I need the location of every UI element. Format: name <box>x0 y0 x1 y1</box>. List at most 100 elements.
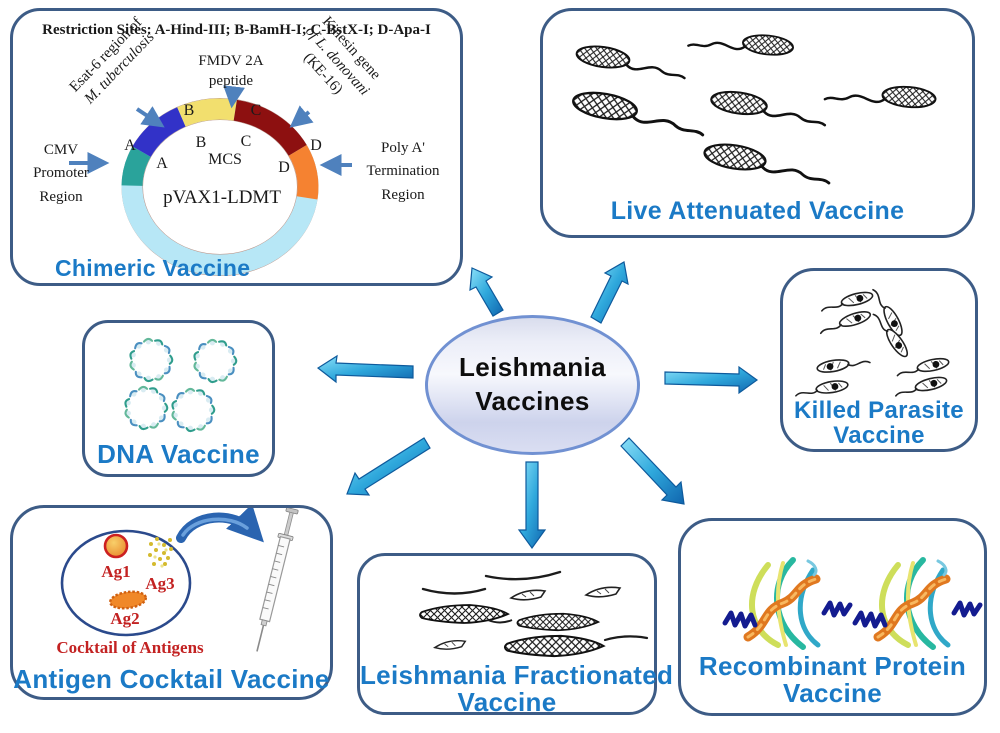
fmdv-label: FMDV 2A peptide <box>181 51 281 92</box>
ag3-label: Ag3 <box>145 574 175 593</box>
ag1-antigen-icon <box>103 533 129 559</box>
dna-plasmid-icon <box>193 338 238 384</box>
antigen-cocktail-vaccine-box: Ag1 Ag3 Ag2 Cocktail of Antigens Antigen… <box>10 505 333 700</box>
restriction-sites-caption: Restriction Sites: A-Hind-III; B-BamH-I;… <box>42 22 431 38</box>
dna-plasmid-icon <box>124 385 169 431</box>
arrow-down <box>517 461 547 550</box>
parasite-icon <box>701 139 834 185</box>
cmv-line1: CMV <box>43 142 79 158</box>
fragment-icon <box>510 589 546 601</box>
fmdv-label-line1: FMDV 2A <box>198 53 264 69</box>
fmdv-pointer-arrow-icon <box>223 85 245 109</box>
chimeric-vaccine-label: Chimeric Vaccine <box>55 255 251 281</box>
parasite-icon <box>823 78 938 111</box>
polya-line1: Poly A' <box>381 140 425 156</box>
killed-label-line1: Killed Parasite <box>794 397 964 424</box>
plasmid-name: pVAX1-LDMT <box>163 187 281 208</box>
fragment-curve-icon <box>603 635 649 642</box>
parasite-icon <box>708 87 829 127</box>
kinesin-pointer-arrow-icon <box>289 105 314 128</box>
arrow-down-right <box>620 437 685 505</box>
parasite-icon <box>687 26 796 59</box>
fractionated-vaccine-box: Leishmania Fractionated Vaccine <box>357 553 674 718</box>
antigen-cocktail-drawing <box>60 508 299 652</box>
fractionated-vaccine-label: Leishmania Fractionated Vaccine <box>360 660 674 718</box>
killed-parasite-vaccine-label: Killed Parasite Vaccine <box>783 397 975 450</box>
arrow-left <box>316 354 414 384</box>
killed-label-line2: Vaccine <box>833 422 925 450</box>
killed-parasite-vaccine-box: Killed Parasite Vaccine <box>780 268 978 452</box>
site-letter-c-inner: C <box>241 133 252 150</box>
dna-vaccine-box: DNA Vaccine <box>82 320 275 477</box>
site-letter-b-outer: B <box>184 102 195 119</box>
fractionated-parasites-drawing <box>419 570 649 658</box>
polya-termination-label: Poly A' Termination Region <box>355 137 451 207</box>
recombinant-protein-vaccine-box: Recombinant Protein Vaccine <box>678 518 987 716</box>
fragment-curve-icon <box>421 587 487 595</box>
dna-plasmid-icon <box>171 387 216 433</box>
center-title-line2: Vaccines <box>475 386 590 416</box>
killed-parasite-icon <box>793 378 850 400</box>
center-title-line1: Leishmania <box>458 352 607 383</box>
killed-parasite-icon <box>818 288 875 315</box>
cmv-line3: Region <box>39 188 83 205</box>
plasmid-segment-cmv <box>121 146 151 187</box>
protein-structure-icon <box>855 560 980 647</box>
arrow-right <box>664 365 759 395</box>
fragment-body-icon <box>503 634 605 658</box>
fractionated-label-line2: Vaccine <box>457 687 557 718</box>
live-attenuated-vaccine-box: Live Attenuated Vaccine <box>540 8 975 238</box>
dna-vaccine-label: DNA Vaccine <box>97 439 260 469</box>
recombinant-label-line2: Vaccine <box>783 678 882 709</box>
parasite-icon <box>574 42 689 80</box>
polya-line3: Region <box>381 186 425 203</box>
fragment-curve-icon <box>487 619 513 624</box>
esat-pointer-arrow-icon <box>135 106 165 128</box>
site-letter-d-outer: D <box>310 137 322 154</box>
arrow-down-left <box>346 437 431 496</box>
plasmid-segment-esat6 <box>132 107 186 158</box>
center-node: Leishmania Vaccines <box>425 315 640 455</box>
protein-structure-icon <box>725 560 850 647</box>
site-letter-b-inner: B <box>196 134 207 151</box>
arrow-up-left <box>469 267 504 317</box>
site-letter-d-inner: D <box>278 159 290 176</box>
chimeric-vaccine-box: Restriction Sites: A-Hind-III; B-BamH-I;… <box>10 8 463 286</box>
syringe-icon <box>256 508 299 652</box>
antigen-cocktail-vaccine-label: Antigen Cocktail Vaccine <box>13 664 330 694</box>
dna-plasmid-icon <box>129 337 174 383</box>
plasmid-segment-polya <box>288 145 319 200</box>
site-letter-a-inner: A <box>156 155 168 172</box>
ag2-antigen-icon <box>108 590 148 610</box>
cmv-promoter-label: CMV Promoter Region <box>19 139 103 209</box>
live-attenuated-vaccine-label: Live Attenuated Vaccine <box>610 197 905 225</box>
site-letter-a-outer: A <box>124 137 136 154</box>
fragment-body-icon <box>516 612 600 632</box>
plasmid-segment-kinesin <box>233 99 307 157</box>
curved-arrow-highlight <box>181 517 249 537</box>
killed-parasite-icon <box>817 308 873 337</box>
cmv-line2: Promoter <box>33 165 89 182</box>
mcs-label: MCS <box>208 151 242 168</box>
fragment-icon <box>433 639 467 650</box>
cocktail-of-antigens-caption: Cocktail of Antigens <box>56 638 204 657</box>
parasite-icon <box>569 87 709 137</box>
antigen-mix-circle <box>60 529 192 637</box>
fragment-body-icon <box>419 604 509 624</box>
fragment-curve-icon <box>484 570 562 581</box>
fmdv-label-line2: peptide <box>208 73 254 90</box>
fractionated-label-line1: Leishmania Fractionated <box>360 660 674 690</box>
killed-parasite-icon <box>892 373 949 400</box>
ag1-label: Ag1 <box>101 562 131 581</box>
recombinant-protein-vaccine-label: Recombinant Protein Vaccine <box>681 651 984 709</box>
polya-line2: Termination <box>366 163 440 180</box>
killed-parasite-icon <box>894 355 951 379</box>
plasmid-segment-fmdv <box>177 98 237 127</box>
plasmid-rings-drawing <box>124 337 238 433</box>
recombinant-label-line1: Recombinant Protein <box>698 651 967 681</box>
plasmid-map: A A B B C C D D MCS pVAX1-LDMT <box>69 85 352 276</box>
fragment-icon <box>585 586 621 598</box>
ag2-label: Ag2 <box>110 609 140 628</box>
killed-parasite-icon <box>815 353 872 375</box>
